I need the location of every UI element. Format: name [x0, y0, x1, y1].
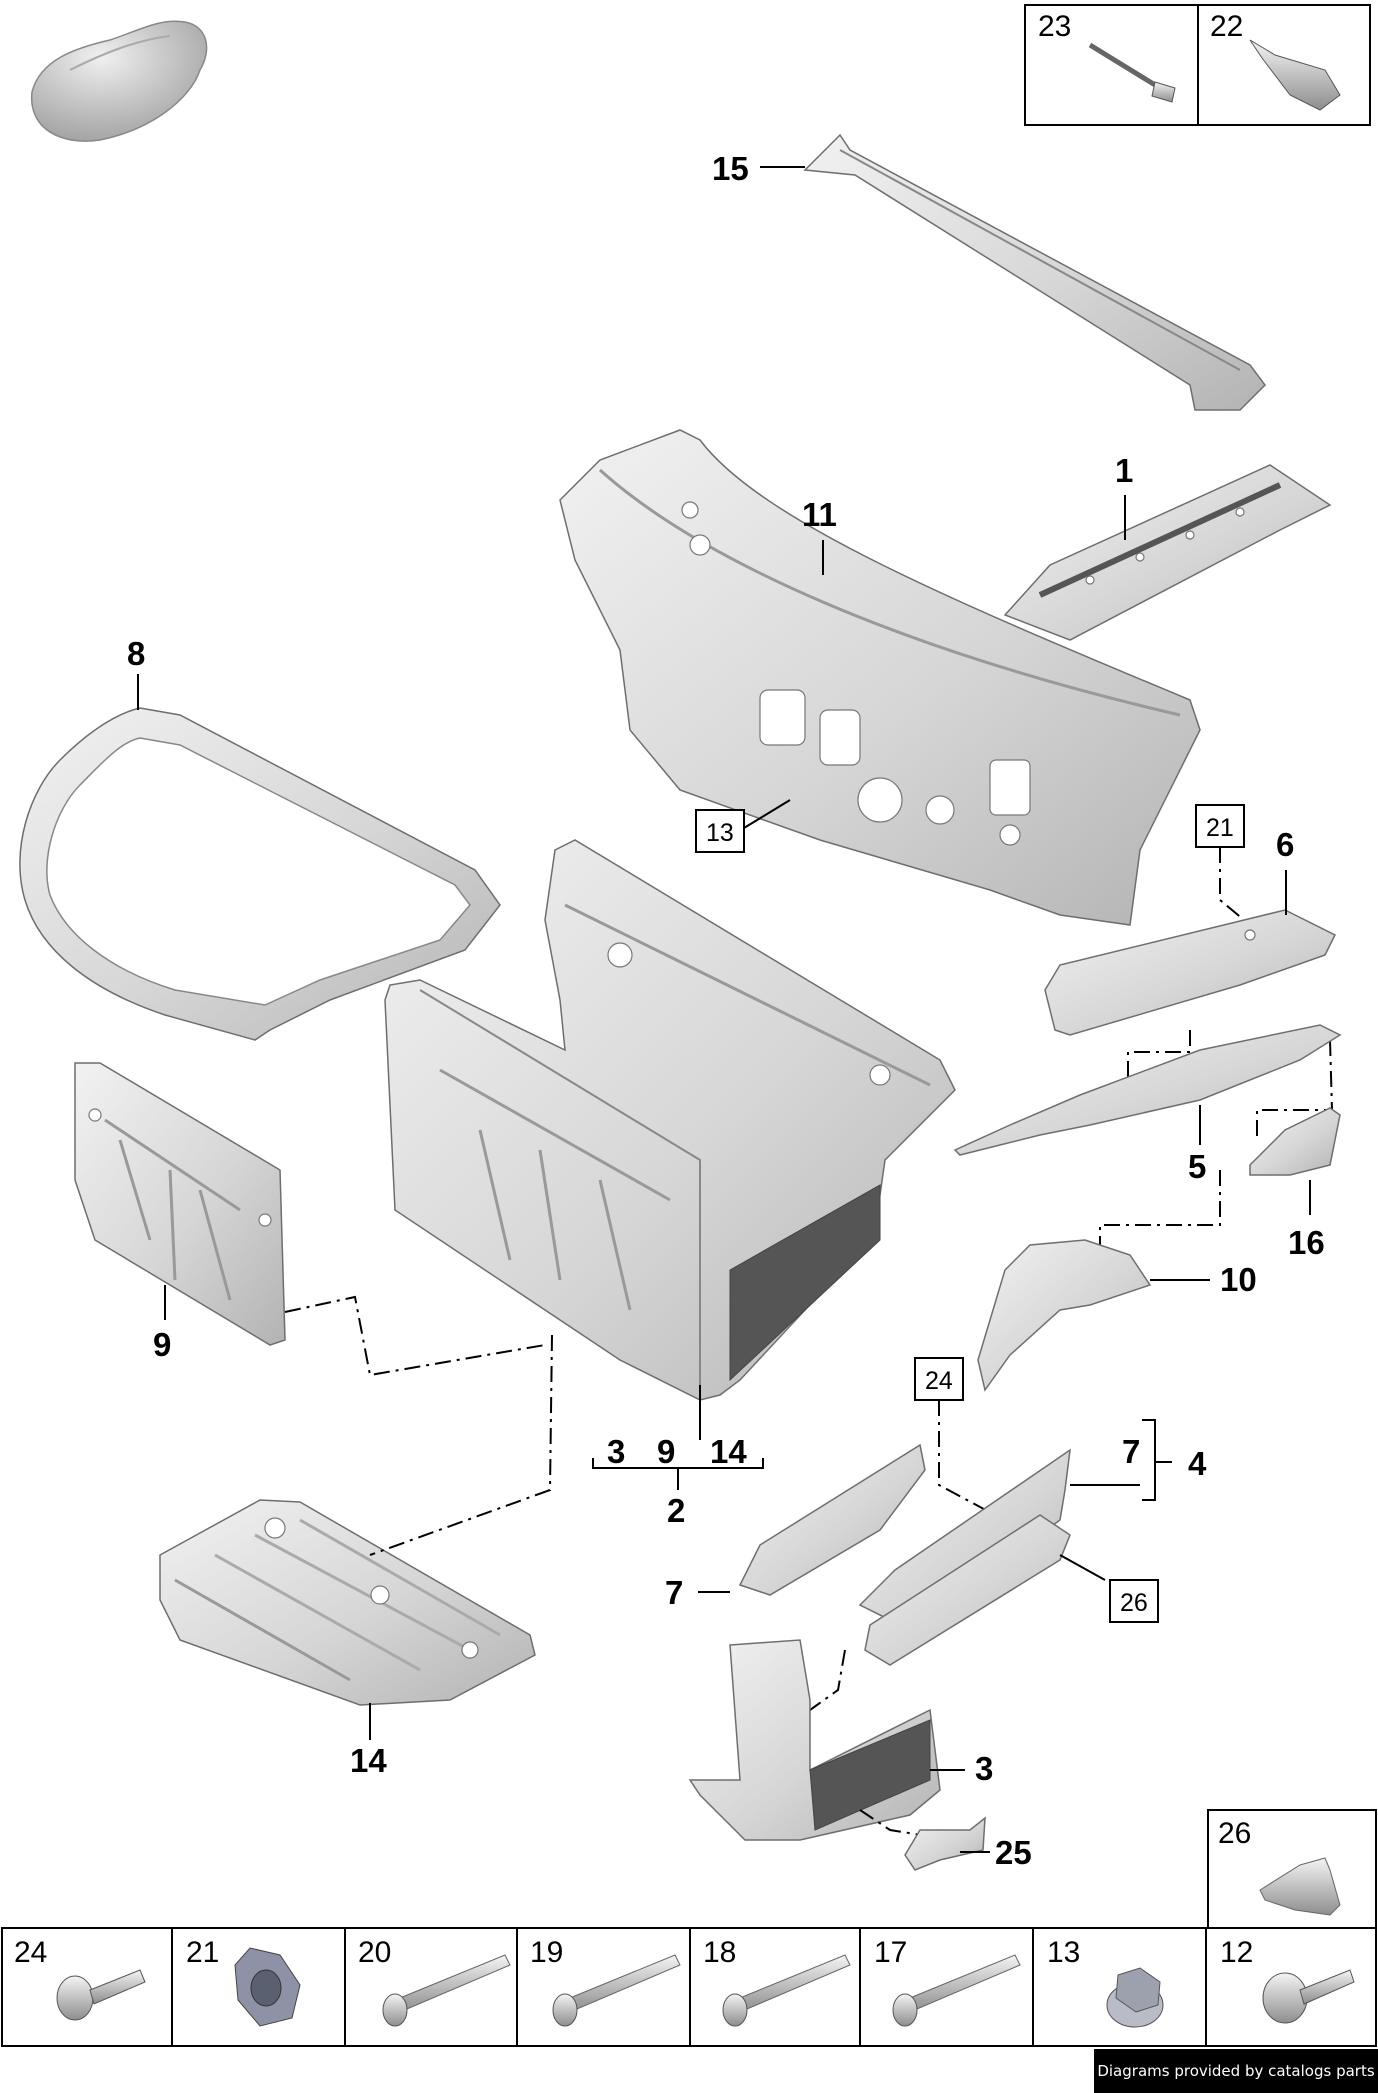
rivet-icon	[382, 1954, 511, 2027]
callout-6: 6	[1276, 826, 1294, 863]
callout-9: 9	[153, 1326, 171, 1363]
part-2-rear-structure[interactable]	[384, 839, 956, 1401]
tile-number: 24	[14, 1936, 47, 1969]
group-2-item: 9	[657, 1433, 675, 1470]
boxed-ref-21[interactable]: 21	[1195, 804, 1245, 848]
part-11-bulkhead[interactable]	[559, 429, 1201, 926]
car-silhouette-icon	[31, 20, 208, 142]
tile-number: 21	[186, 1936, 219, 1969]
part-1-reinforcement[interactable]	[1003, 464, 1332, 641]
top-tile-22[interactable]: 22	[1210, 10, 1341, 111]
bottom-tile-24[interactable]: 24	[14, 1936, 146, 2021]
flange-nut-icon	[1106, 1967, 1164, 2028]
bracket-icon	[1259, 1857, 1341, 1916]
part-7-member-left[interactable]	[738, 1443, 926, 1596]
part-14-floor-panel[interactable]	[159, 1499, 536, 1706]
sealant-cartridge-icon	[1088, 42, 1176, 103]
callout-2: 2	[667, 1492, 685, 1529]
boxed-ref-label: 26	[1120, 1589, 1148, 1617]
hex-nut-icon	[234, 1947, 301, 2027]
callout-7-top: 7	[1122, 1433, 1140, 1470]
part-5-longitudinal[interactable]	[953, 1024, 1342, 1156]
bottom-tile-13[interactable]: 13	[1047, 1936, 1164, 2028]
callout-4: 4	[1188, 1445, 1207, 1482]
tile-number: 12	[1220, 1936, 1253, 1969]
group-2-item: 3	[607, 1433, 625, 1470]
callout-14: 14	[350, 1742, 387, 1779]
bottom-tile-12[interactable]: 12	[1220, 1936, 1355, 2024]
top-tile-group: 23 22	[1024, 4, 1371, 126]
tile-number: 26	[1218, 1817, 1251, 1850]
tile-number: 23	[1038, 10, 1071, 43]
part-3-side-member[interactable]	[688, 1639, 941, 1841]
side-tile-26[interactable]: 26	[1207, 1809, 1377, 1929]
tile-number: 22	[1210, 10, 1243, 43]
tile-number: 13	[1047, 1936, 1080, 1969]
callout-16: 16	[1288, 1224, 1325, 1261]
adhesive-tube-icon	[1249, 39, 1341, 111]
bottom-tile-17[interactable]: 17	[874, 1936, 1021, 2027]
callout-1: 1	[1115, 452, 1133, 489]
callout-5: 5	[1188, 1148, 1206, 1185]
part-25-clip[interactable]	[904, 1816, 986, 1871]
rivet-icon	[892, 1954, 1021, 2027]
callout-11: 11	[802, 496, 837, 533]
torx-bolt-icon	[1262, 1969, 1355, 2024]
callout-7-bottom: 7	[665, 1574, 683, 1611]
bottom-tile-19[interactable]: 19	[530, 1936, 681, 2027]
credit-banner: Diagrams provided by catalogs parts	[1094, 2049, 1378, 2093]
top-tile-23[interactable]: 23	[1038, 10, 1176, 103]
boxed-ref-label: 24	[925, 1367, 953, 1395]
part-8-window-frame[interactable]	[19, 700, 501, 1041]
rivet-icon	[722, 1954, 851, 2027]
part-9-rear-panel[interactable]	[74, 1062, 286, 1346]
tile-number: 19	[530, 1936, 563, 1969]
boxed-ref-24[interactable]: 24	[914, 1357, 964, 1401]
callout-3: 3	[975, 1750, 993, 1787]
bottom-tile-20[interactable]: 20	[358, 1936, 511, 2027]
callout-10: 10	[1220, 1261, 1257, 1298]
part-26-channel[interactable]	[864, 1514, 1071, 1666]
group-2-item: 14	[710, 1433, 747, 1470]
tile-number: 18	[703, 1936, 736, 1969]
boxed-ref-26[interactable]: 26	[1109, 1579, 1159, 1623]
boxed-ref-13[interactable]: 13	[695, 809, 745, 853]
rivet-icon	[552, 1954, 681, 2027]
part-10-wheel-arch[interactable]	[977, 1239, 1152, 1392]
callout-15: 15	[712, 150, 749, 187]
part-15-cross-member[interactable]	[803, 133, 1266, 411]
bottom-tile-strip: 24 21 20 19	[1, 1927, 1377, 2047]
callout-25: 25	[995, 1834, 1032, 1871]
tile-number: 17	[874, 1936, 907, 1969]
bottom-tile-18[interactable]: 18	[703, 1936, 851, 2027]
bottom-tile-21[interactable]: 21	[186, 1936, 301, 2027]
part-16-bracket[interactable]	[1249, 1107, 1341, 1176]
tile-number: 20	[358, 1936, 391, 1969]
callout-8: 8	[127, 635, 145, 672]
boxed-ref-label: 21	[1206, 814, 1234, 842]
flange-bolt-icon	[56, 1969, 146, 2021]
part-6-rail[interactable]	[1044, 909, 1337, 1036]
boxed-ref-label: 13	[706, 819, 734, 847]
